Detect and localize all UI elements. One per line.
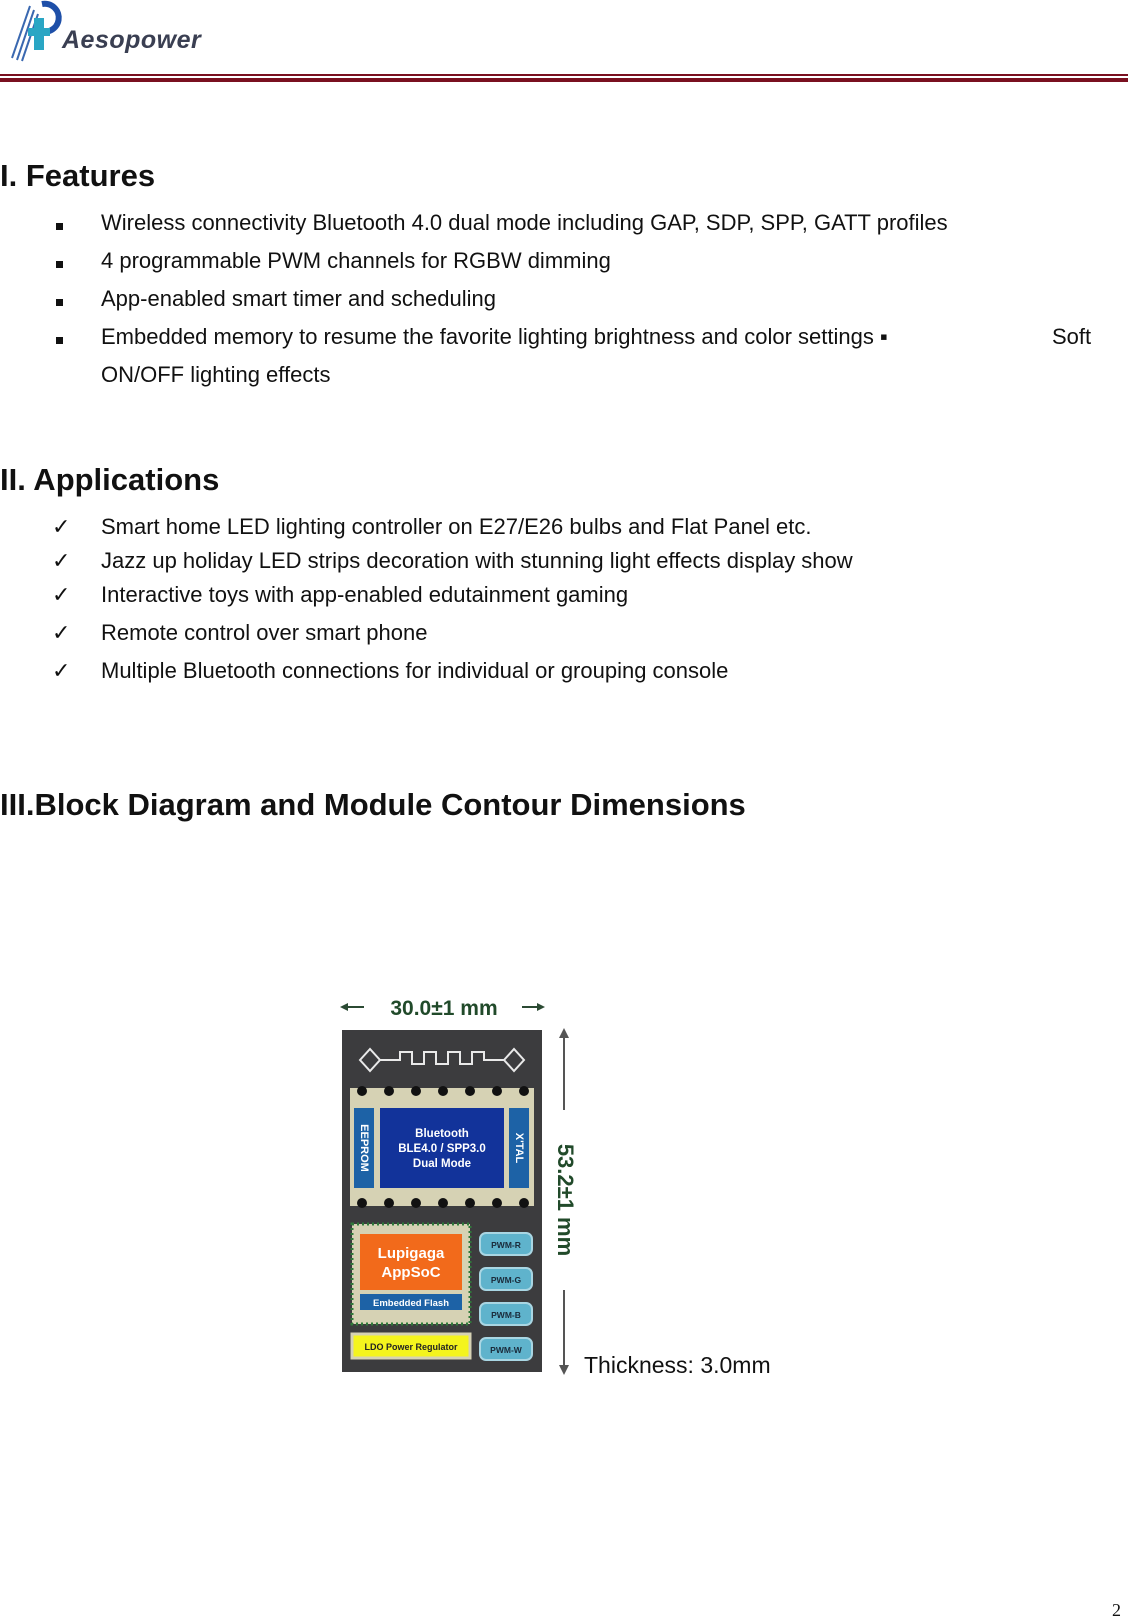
square-bullet-icon: [52, 204, 82, 242]
checkmark-icon: ✓: [52, 548, 71, 573]
bluetooth-pins: [357, 1086, 529, 1208]
xtal-label: X'TAL: [513, 1133, 525, 1164]
ldo-label: LDO Power Regulator: [364, 1342, 458, 1352]
height-dimension: 53.2±1 mm: [553, 1028, 578, 1375]
block-diagram-heading: III.Block Diagram and Module Contour Dim…: [0, 787, 746, 822]
header-rule-thin: [0, 74, 1128, 76]
pwm-b-label: PWM-B: [491, 1310, 521, 1320]
height-label: 53.2±1 mm: [553, 1144, 578, 1256]
features-heading: I. Features: [0, 158, 156, 193]
checkmark-icon: ✓: [52, 620, 71, 645]
square-bullet-icon: [52, 280, 82, 318]
checkmark-icon: ✓: [52, 658, 71, 683]
antenna-trace: [358, 1047, 526, 1073]
pwm-r-label: PWM-R: [491, 1240, 521, 1250]
pwm-r-block: [479, 1232, 533, 1256]
soc-name-label: Lupigaga: [378, 1245, 445, 1262]
ldo-block: [350, 1332, 472, 1360]
xtal-block: [509, 1108, 529, 1188]
width-label: 30.0±1 mm: [390, 997, 497, 1020]
bluetooth-chip: [380, 1108, 504, 1188]
brand-name: Aesopower: [62, 26, 202, 54]
eeprom-label: EEPROM: [358, 1124, 370, 1172]
bluetooth-label: Bluetooth: [415, 1128, 469, 1140]
page-number: 2: [1112, 1600, 1121, 1620]
eeprom-block: [354, 1108, 374, 1188]
square-bullet-icon: [52, 318, 82, 356]
pwm-g-label: PWM-G: [491, 1275, 522, 1285]
pwm-b-block: [479, 1302, 533, 1326]
checkmark-icon: ✓: [52, 582, 71, 607]
embedded-flash-label: Embedded Flash: [373, 1298, 449, 1309]
bluetooth-mode-label: Dual Mode: [413, 1158, 471, 1170]
applications-heading: II. Applications: [0, 462, 220, 497]
soc-type-label: AppSoC: [381, 1264, 440, 1281]
aesopower-logo-icon: [11, 0, 62, 62]
module-block-diagram: 30.0±1 mm EEPROM Bluetooth BLE4.0 / SPP3…: [340, 997, 578, 1375]
pwm-w-label: PWM-W: [490, 1345, 523, 1355]
list-item: Embedded memory to resume the favorite l…: [0, 318, 1128, 394]
square-bullet-icon: [52, 242, 82, 280]
bluetooth-spec-label: BLE4.0 / SPP3.0: [398, 1143, 486, 1155]
pwm-channels: PWM-R PWM-G PWM-B PWM-W: [479, 1232, 533, 1361]
pwm-w-block: [479, 1337, 533, 1361]
soc-pins: [350, 1222, 472, 1326]
checkmark-icon: ✓: [52, 514, 71, 539]
embedded-flash-block: [360, 1294, 462, 1310]
thickness-label: Thickness: 3.0mm: [584, 1352, 771, 1378]
pwm-g-block: [479, 1267, 533, 1291]
header-rule-thick: [0, 78, 1128, 82]
soc-chip: [360, 1234, 462, 1290]
width-dimension: 30.0±1 mm: [340, 997, 545, 1020]
page-header: Aesopower: [0, 0, 1128, 90]
